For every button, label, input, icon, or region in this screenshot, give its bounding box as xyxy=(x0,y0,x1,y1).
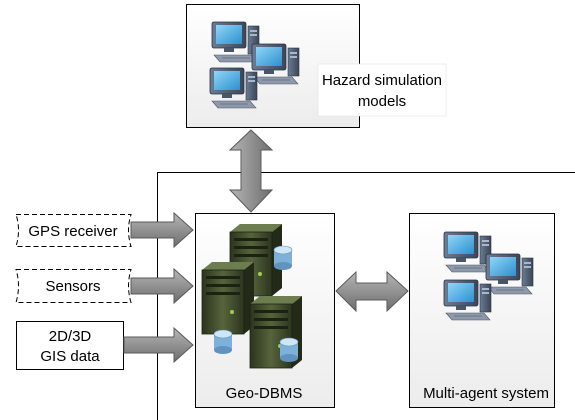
sensors-input: Sensors xyxy=(15,269,132,303)
gis-data-label-line2: GIS data xyxy=(40,348,100,365)
geo-dbms-label: Geo-DBMS xyxy=(226,385,303,402)
sensors-arrow xyxy=(130,267,194,305)
gis-data-input: 2D/3D GIS data xyxy=(16,321,124,370)
hazard-models-label-line2: models xyxy=(358,93,406,110)
system-boundary-frame xyxy=(157,172,575,420)
hazard-simulation-models-box: Hazard simulation models xyxy=(186,4,447,128)
gps-receiver-input: GPS receiver xyxy=(15,214,132,247)
hazard-models-label-line1: Hazard simulation xyxy=(322,72,442,89)
gis-data-label-line1: 2D/3D xyxy=(49,328,92,345)
gps-arrow xyxy=(130,211,194,249)
gis-arrow xyxy=(123,326,194,364)
dbms-agent-double-arrow xyxy=(335,270,409,313)
sensors-label: Sensors xyxy=(45,278,100,295)
geo-dbms-box: Geo-DBMS xyxy=(195,213,335,408)
gps-receiver-label: GPS receiver xyxy=(28,223,117,240)
multi-agent-label: Multi-agent system xyxy=(423,385,549,402)
hazard-dbms-double-arrow xyxy=(228,129,274,213)
multi-agent-system-box: Multi-agent system xyxy=(409,213,555,408)
